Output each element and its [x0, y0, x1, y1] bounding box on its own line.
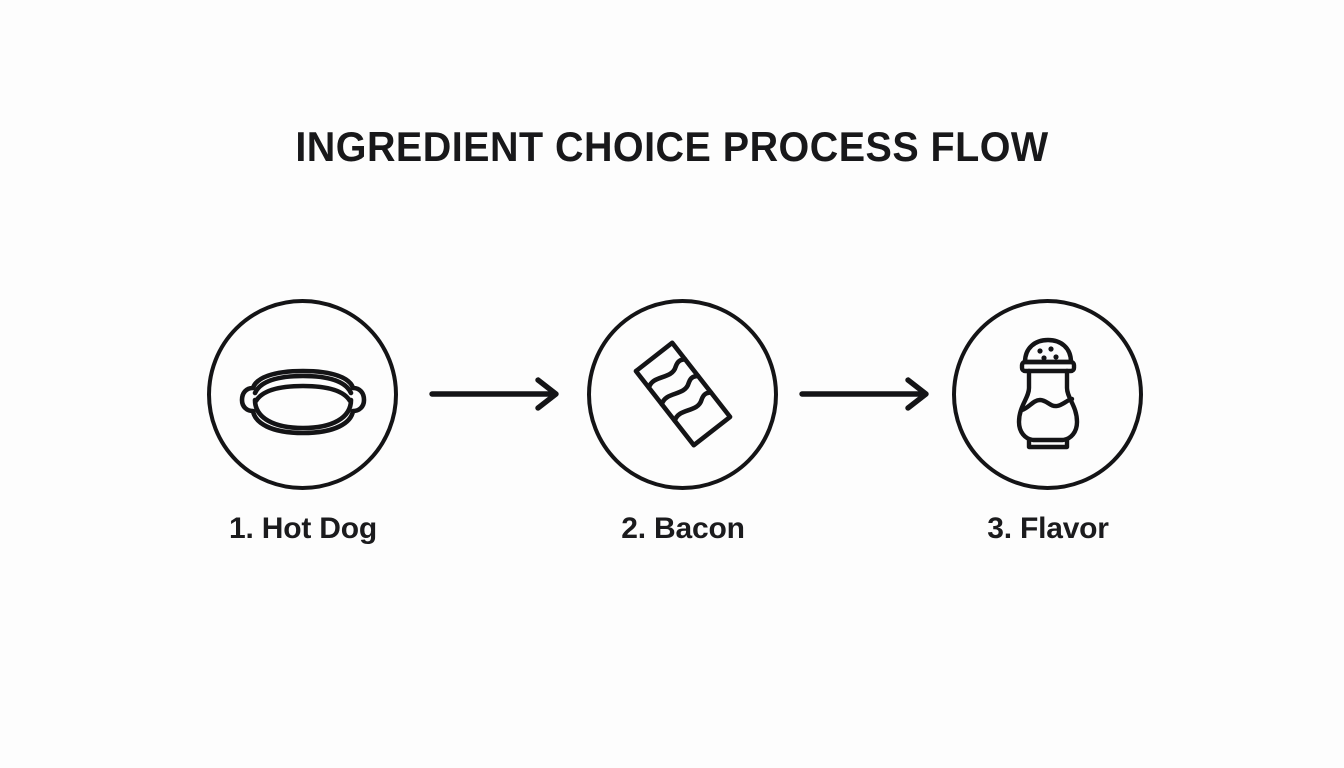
step-labels-row: 1. Hot Dog 2. Bacon 3. Flavor [0, 512, 1344, 562]
hot-dog-icon [207, 299, 399, 489]
step-circle-outline [952, 299, 1143, 490]
step-label-flavor: 3. Flavor [987, 512, 1109, 545]
bacon-strip-icon [587, 299, 779, 489]
step-label-hot-dog: 1. Hot Dog [229, 512, 377, 545]
salt-shaker-icon [952, 299, 1144, 489]
flow-step-flavor[interactable] [950, 296, 1146, 492]
flow-step-bacon[interactable] [585, 296, 781, 492]
step-circle-outline [587, 299, 778, 490]
process-flow-row [0, 296, 1344, 496]
arrow-right-icon-2 [798, 376, 938, 412]
flow-step-hot-dog[interactable] [205, 296, 401, 492]
step-circle-outline [207, 299, 398, 490]
arrow-right-icon-1 [428, 376, 568, 412]
step-label-bacon: 2. Bacon [621, 512, 745, 545]
page-title: INGREDIENT CHOICE PROCESS FLOW [295, 123, 1049, 170]
